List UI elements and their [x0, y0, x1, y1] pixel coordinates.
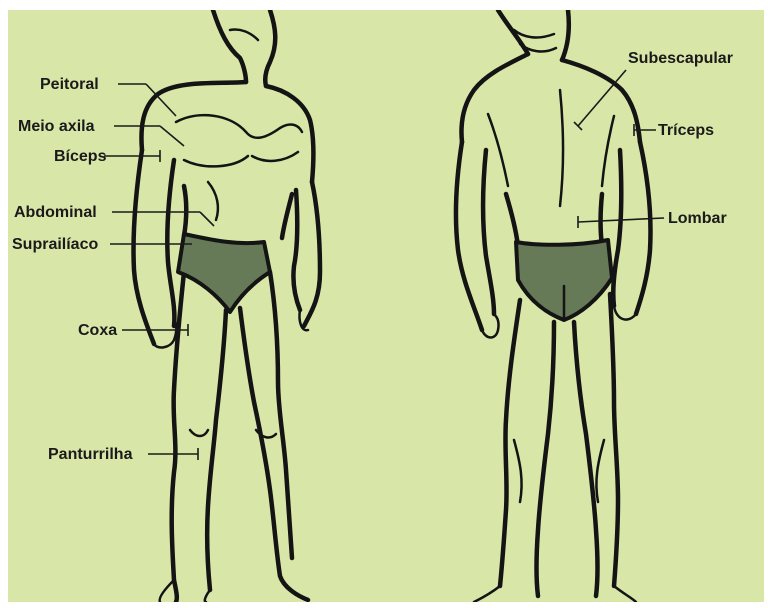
label-abdominal: Abdominal: [14, 204, 97, 221]
label-coxa: Coxa: [78, 322, 117, 339]
label-suprailiaco: Suprailíaco: [12, 236, 98, 253]
label-peitoral: Peitoral: [40, 76, 99, 93]
skinfold-diagram: Peitoral Meio axila Bíceps Abdominal Sup…: [8, 10, 764, 602]
label-biceps: Bíceps: [54, 148, 107, 165]
label-meio-axila: Meio axila: [18, 118, 95, 135]
label-panturrilha: Panturrilha: [48, 446, 133, 463]
front-brief: [178, 234, 270, 312]
label-triceps: Tríceps: [658, 122, 714, 139]
label-subescapular: Subescapular: [628, 50, 733, 67]
label-lombar: Lombar: [668, 210, 727, 227]
body-figures: Peitoral Meio axila Bíceps Abdominal Sup…: [8, 10, 764, 602]
